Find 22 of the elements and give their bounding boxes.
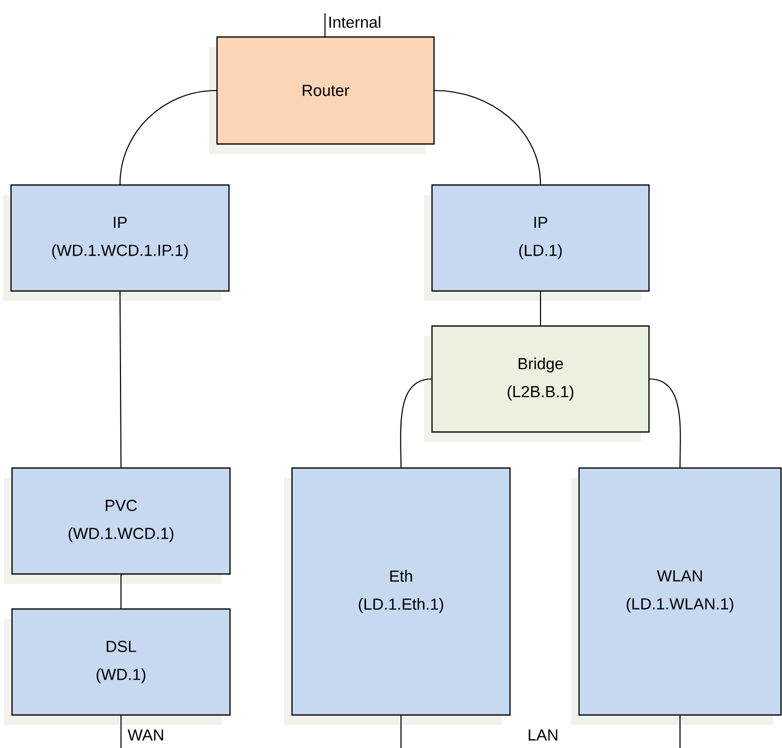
connector-line <box>650 378 681 468</box>
connector-line <box>119 292 122 468</box>
connector-line <box>540 292 542 326</box>
process-box: Eth (LD.1.Eth.1) <box>284 467 511 725</box>
process-box: IP (WD.1.WCD.1.IP.1) <box>3 184 230 301</box>
port-label: Internal <box>329 16 380 28</box>
process-box: WLAN (LD.1.WLAN.1) <box>571 467 782 725</box>
connector-line <box>434 90 542 184</box>
process-box: IP (LD.1) <box>424 184 650 301</box>
connector-line <box>119 90 216 184</box>
process-box: Router <box>209 36 435 154</box>
process-box: PVC (WD.1.WCD.1) <box>4 467 231 584</box>
port-label: LAN <box>528 730 558 740</box>
connector-line <box>400 716 402 748</box>
connector-line <box>120 574 122 608</box>
port-label: WAN <box>128 730 164 740</box>
process-box: DSL (WD.1) <box>4 608 231 725</box>
connector-line <box>324 13 326 36</box>
connector-line <box>679 716 681 748</box>
connector-line <box>400 378 432 468</box>
connector-line <box>120 716 122 748</box>
process-box: Bridge (L2B.B.1) <box>424 325 650 442</box>
